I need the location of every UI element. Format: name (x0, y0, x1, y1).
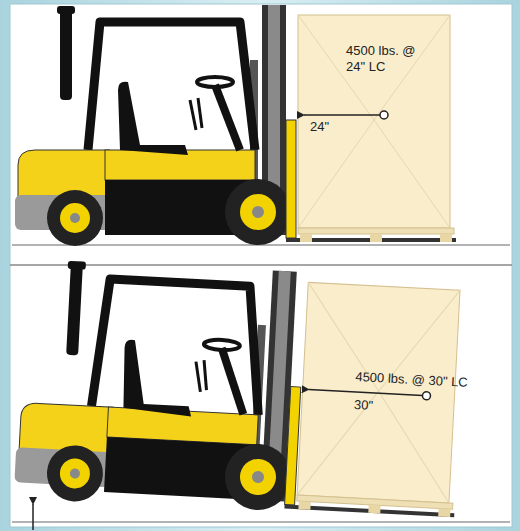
lift-arrow (32, 504, 34, 530)
center-of-gravity (422, 392, 430, 400)
forklift (15, 5, 456, 246)
load-center-arrow (309, 390, 423, 396)
panel (10, 4, 512, 527)
load-rating: 4500 lbs. @ 24" LC (346, 43, 424, 75)
load-center-arrow (304, 114, 380, 116)
load-box: 4500 lbs. @ 30" LC 30" (297, 282, 460, 503)
ground-line (12, 521, 510, 523)
load-box: 4500 lbs. @ 24" LC 24" (298, 15, 450, 228)
forklift (14, 258, 467, 522)
tipped-forklift (14, 258, 467, 522)
center-of-gravity (380, 111, 388, 119)
load-rating: 4500 lbs. @ 30" LC (355, 369, 452, 390)
dimension-label: 30" (353, 397, 394, 415)
dimension-label: 24" (310, 119, 350, 135)
